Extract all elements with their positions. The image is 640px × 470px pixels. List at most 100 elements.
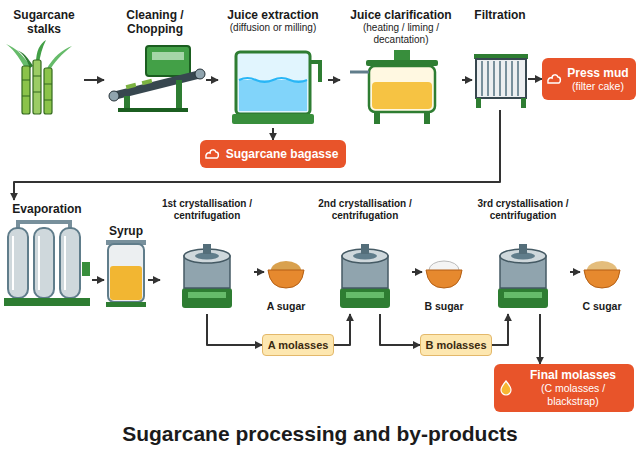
- cleaning-chopping-icon: [195, 69, 205, 79]
- sugar-product: C sugar: [580, 252, 624, 314]
- juice-extraction-icon: [239, 80, 307, 111]
- juice-extraction-icon: [236, 52, 310, 114]
- byproduct-box: Final molasses(C molasses / blackstrap): [494, 364, 634, 412]
- juice-clarification-icon: [350, 50, 438, 124]
- centrifuge-icon: [498, 244, 548, 308]
- process-stage: Filtration: [472, 6, 528, 110]
- evaporator-icon: [34, 228, 54, 298]
- filter-press-icon: [482, 61, 518, 96]
- residue-icon: [546, 71, 562, 87]
- flow-arrow: [207, 314, 262, 345]
- diagram-title: Sugarcane processing and by-products: [0, 422, 640, 446]
- sugarcane-stalks-icon: [6, 40, 72, 114]
- process-stage: Evaporation: [2, 200, 92, 312]
- sugarcane-stalks-icon: [22, 76, 52, 100]
- cleaning-chopping-icon: [118, 108, 188, 112]
- flow-arrow: [206, 79, 218, 81]
- juice-extraction-icon: [310, 62, 320, 82]
- residue-icon: [204, 146, 220, 162]
- sugar-product: A sugar: [264, 252, 308, 314]
- evaporator-icon: [8, 228, 28, 298]
- process-stage: 1st crystallisation / centrifugation: [160, 196, 254, 314]
- juice-clarification-icon: [374, 112, 380, 124]
- flow-arrow: [462, 79, 472, 81]
- evaporator-icon: [4, 298, 90, 306]
- connector-group: [14, 79, 580, 364]
- node-label: 2nd crystallisation / centrifugation: [318, 198, 412, 222]
- node-sublabel: (heating / liming / decantation): [340, 22, 462, 46]
- node-label: Press mud: [564, 66, 632, 80]
- node-label: Juice clarification: [340, 8, 462, 22]
- node-sublabel: (diffusion or milling): [218, 22, 328, 34]
- cleaning-chopping-icon: [152, 52, 184, 60]
- node-label: Filtration: [472, 8, 528, 22]
- process-stage: Cleaning / Chopping: [104, 6, 206, 116]
- residue-icon: [548, 75, 561, 83]
- flow-arrow: [570, 271, 580, 273]
- juice-extraction-icon: [239, 78, 307, 82]
- syrup-tank-icon: [110, 266, 142, 300]
- flow-arrow: [148, 279, 160, 281]
- node-label: 1st crystallisation / centrifugation: [160, 198, 254, 222]
- flow-arrow: [528, 78, 542, 80]
- node-label: 3rd crystallisation / centrifugation: [476, 198, 570, 222]
- droplet-icon: [498, 380, 514, 396]
- flow-arrow: [14, 110, 500, 200]
- juice-clarification-icon: [350, 71, 369, 74]
- juice-extraction-icon: [232, 52, 320, 124]
- filter-press-icon: [476, 59, 526, 98]
- juice-clarification-icon: [394, 50, 410, 60]
- node-label: Sugarcane bagasse: [222, 147, 342, 161]
- process-stage: Juice extraction(diffusion or milling): [218, 6, 328, 128]
- filter-press-icon: [476, 98, 481, 108]
- centrifuge-icon: [340, 244, 390, 308]
- node-label: C sugar: [580, 300, 624, 312]
- flow-arrow: [492, 314, 508, 345]
- node-label: Sugarcane stalks: [4, 8, 84, 37]
- cleaning-chopping-icon: [126, 83, 137, 89]
- process-stage: 3rd crystallisation / centrifugation: [476, 196, 570, 314]
- flow-arrow: [334, 314, 350, 345]
- process-stage: Juice clarification(heating / liming / d…: [340, 6, 462, 126]
- flow-arrow: [328, 79, 340, 81]
- flow-arrow: [84, 79, 104, 81]
- node-label: Final molasses: [516, 368, 630, 382]
- flow-arrow: [412, 271, 422, 273]
- process-stage: Sugarcane stalks: [4, 6, 84, 116]
- juice-clarification-icon: [372, 82, 432, 109]
- node-sublabel: (C molasses / blackstrap): [516, 382, 630, 407]
- juice-extraction-icon: [232, 114, 314, 124]
- cleaning-chopping-icon: [112, 70, 202, 100]
- cleaning-chopping-icon: [109, 91, 119, 101]
- sugar-bowl-icon: [584, 270, 620, 288]
- filter-press-icon: [474, 54, 528, 108]
- evaporator-icon: [4, 222, 90, 306]
- node-label: Juice extraction: [218, 8, 328, 22]
- sugar-bowl-icon: [426, 270, 462, 288]
- evaporator-icon: [60, 228, 80, 298]
- sugarcane-stalks-icon: [22, 66, 30, 114]
- sugar-product: B sugar: [422, 252, 466, 314]
- syrup-tank-icon: [106, 302, 146, 307]
- droplet-icon: [501, 381, 511, 395]
- cleaning-chopping-icon: [176, 80, 182, 110]
- node-label: A molasses: [268, 339, 329, 351]
- syrup-tank-icon: [106, 240, 146, 307]
- cleaning-chopping-icon: [142, 79, 153, 85]
- node-sublabel: (filter cake): [564, 80, 632, 93]
- residue-icon: [206, 150, 219, 158]
- node-label: Syrup: [104, 224, 148, 238]
- sugarcane-stalks-icon: [33, 60, 41, 114]
- flow-arrow: [272, 128, 274, 140]
- node-label: Evaporation: [2, 202, 92, 216]
- sugar-bowl-icon: [268, 261, 620, 288]
- cleaning-chopping-icon: [124, 96, 130, 110]
- node-label: B sugar: [422, 300, 466, 312]
- node-label: A sugar: [264, 300, 308, 312]
- flow-arrow: [92, 279, 104, 281]
- evaporator-icon: [82, 262, 90, 276]
- node-label: Cleaning / Chopping: [104, 8, 206, 37]
- flow-arrow: [539, 314, 541, 364]
- flow-arrow: [254, 271, 264, 273]
